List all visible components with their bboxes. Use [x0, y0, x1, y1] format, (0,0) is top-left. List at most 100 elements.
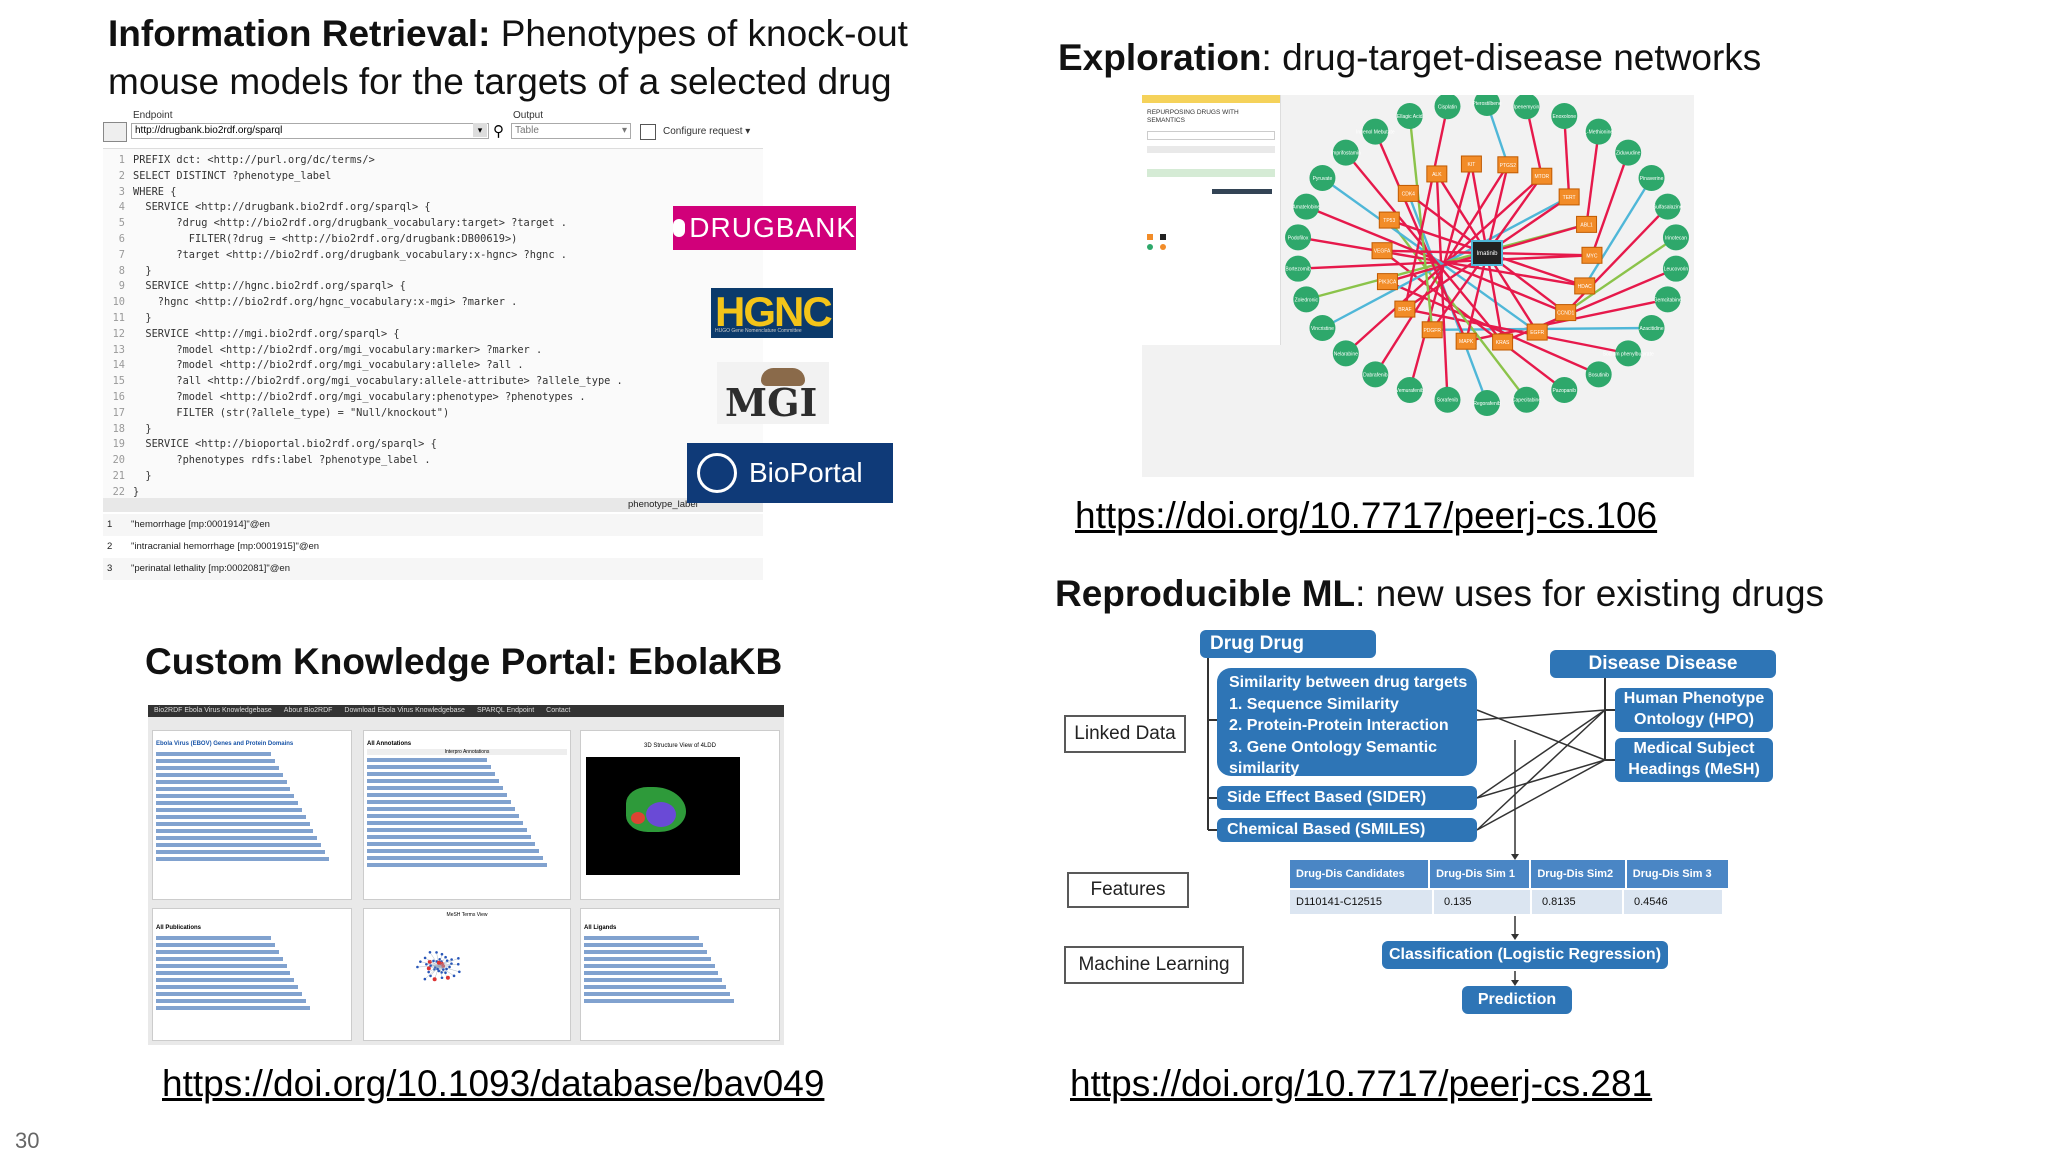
mesh-node[interactable]	[441, 976, 444, 979]
drug-node-label[interactable]: Bosutinib	[1588, 372, 1609, 378]
target-node-label[interactable]: PDGFR	[1423, 328, 1441, 334]
mesh-node[interactable]	[427, 971, 430, 974]
book-icon[interactable]	[103, 122, 127, 142]
list-item[interactable]	[156, 759, 275, 763]
drug-node-label[interactable]: Enoxolone	[1552, 114, 1576, 120]
drug-node-label[interactable]: Sulfasalazine	[1653, 205, 1683, 211]
target-node-label[interactable]: CDK4	[1402, 191, 1416, 197]
list-item[interactable]	[367, 856, 543, 860]
search-icon[interactable]: ⚲	[493, 122, 504, 140]
mesh-node[interactable]	[453, 975, 456, 978]
target-node-label[interactable]: PTGS2	[1500, 163, 1517, 169]
drug-node-label[interactable]: Sorafenib	[1437, 398, 1459, 404]
ebola-nav-item[interactable]: About Bio2RDF	[284, 707, 333, 714]
mesh-node[interactable]	[419, 960, 422, 963]
drug-node-label[interactable]: Pterostilbene	[1472, 101, 1501, 107]
mesh-node[interactable]	[432, 960, 435, 963]
list-item[interactable]	[367, 828, 527, 832]
list-item[interactable]	[156, 780, 287, 784]
list-item[interactable]	[156, 1006, 310, 1010]
drug-node-label[interactable]: Podofilox	[1288, 235, 1309, 241]
mesh-node[interactable]	[433, 977, 437, 981]
ebola-nav-item[interactable]: Bio2RDF Ebola Virus Knowledgebase	[154, 707, 272, 714]
list-item[interactable]	[367, 849, 539, 853]
list-item[interactable]	[156, 943, 275, 947]
mesh-node[interactable]	[457, 957, 460, 960]
drug-node-label[interactable]: Nelarabine	[1334, 351, 1358, 357]
list-item[interactable]	[156, 971, 290, 975]
ebola-nav-item[interactable]: SPARQL Endpoint	[477, 707, 534, 714]
list-item[interactable]	[156, 850, 325, 854]
drug-node-label[interactable]: Zoledronic	[1295, 297, 1319, 303]
list-item[interactable]	[367, 772, 495, 776]
drug-node-label[interactable]: Ziduvudine	[1616, 151, 1641, 157]
mesh-node[interactable]	[416, 966, 419, 969]
list-item[interactable]	[584, 992, 730, 996]
list-item[interactable]	[584, 971, 718, 975]
network-edge[interactable]	[1587, 132, 1599, 225]
publications-list[interactable]	[153, 936, 351, 1010]
list-item[interactable]	[156, 985, 298, 989]
list-item[interactable]	[367, 786, 503, 790]
hub-node-label[interactable]: Imatinib	[1476, 251, 1498, 257]
list-item[interactable]	[584, 978, 722, 982]
mesh-node[interactable]	[457, 963, 460, 966]
target-node-label[interactable]: PIK3CA	[1379, 280, 1397, 286]
mesh-node[interactable]	[446, 959, 449, 962]
target-node-label[interactable]: MTOR	[1534, 174, 1549, 180]
drug-node-label[interactable]: Pyruvate	[1313, 176, 1333, 182]
list-item[interactable]	[156, 857, 329, 861]
drug-node-label[interactable]: Capecitabine	[1512, 398, 1541, 404]
target-node-label[interactable]: EGFR	[1530, 330, 1544, 336]
target-node-label[interactable]: BRAF	[1398, 307, 1411, 313]
list-item[interactable]	[156, 752, 271, 756]
drug-node-label[interactable]: Pazopanib	[1552, 388, 1576, 394]
list-item[interactable]	[156, 836, 317, 840]
list-item[interactable]	[367, 807, 515, 811]
list-item[interactable]	[156, 822, 310, 826]
protein-structure-image[interactable]	[586, 757, 740, 875]
list-item[interactable]	[367, 842, 535, 846]
mesh-node[interactable]	[450, 958, 453, 961]
list-item[interactable]	[156, 843, 321, 847]
target-node-label[interactable]: TP53	[1383, 218, 1395, 224]
list-item[interactable]	[367, 758, 487, 762]
mesh-node[interactable]	[429, 975, 432, 978]
mesh-node[interactable]	[444, 956, 447, 959]
list-item[interactable]	[156, 999, 306, 1003]
mesh-node[interactable]	[435, 951, 438, 954]
mesh-node[interactable]	[429, 951, 432, 954]
list-item[interactable]	[367, 793, 507, 797]
sidebar-legend-tab[interactable]	[1212, 189, 1272, 194]
drug-node-label[interactable]: Ellagic Acid	[1397, 114, 1423, 120]
list-item[interactable]	[156, 815, 306, 819]
list-item[interactable]	[156, 950, 279, 954]
genes-list[interactable]	[153, 752, 351, 861]
drug-node-label[interactable]: Leucovorin	[1664, 267, 1689, 273]
target-node-label[interactable]: KIT	[1468, 162, 1476, 168]
list-item[interactable]	[584, 999, 734, 1003]
drug-node-label[interactable]: Ipenemycin	[1514, 104, 1540, 110]
drug-node-label[interactable]: Dabrafenib	[1363, 372, 1388, 378]
mesh-network[interactable]	[364, 921, 564, 1031]
sidebar-search-input[interactable]	[1147, 131, 1275, 140]
network-graph[interactable]: PterostilbeneIpenemycinEnoxoloneL-Methio…	[1280, 95, 1694, 477]
mesh-node[interactable]	[445, 968, 448, 971]
target-node-label[interactable]: MAPK	[1459, 339, 1474, 345]
mesh-node[interactable]	[424, 978, 427, 981]
drug-node-label[interactable]: L-Methionine	[1584, 130, 1613, 136]
drug-node-label[interactable]: Ingenol Mebutate	[1356, 130, 1395, 136]
ebola-doi-link[interactable]: https://doi.org/10.1093/database/bav049	[162, 1063, 824, 1105]
ml-doi-link[interactable]: https://doi.org/10.7717/peerj-cs.281	[1070, 1063, 1652, 1105]
ebola-nav-item[interactable]: Contact	[546, 707, 570, 714]
exploration-doi-link[interactable]: https://doi.org/10.7717/peerj-cs.106	[1075, 495, 1657, 537]
list-item[interactable]	[367, 779, 499, 783]
list-item[interactable]	[156, 787, 290, 791]
target-node-label[interactable]: VEGFA	[1374, 249, 1391, 255]
ligands-list[interactable]	[581, 936, 779, 1003]
mesh-node[interactable]	[424, 957, 427, 960]
list-item[interactable]	[584, 936, 699, 940]
list-item[interactable]	[584, 950, 707, 954]
list-item[interactable]	[367, 800, 511, 804]
list-item[interactable]	[584, 957, 711, 961]
